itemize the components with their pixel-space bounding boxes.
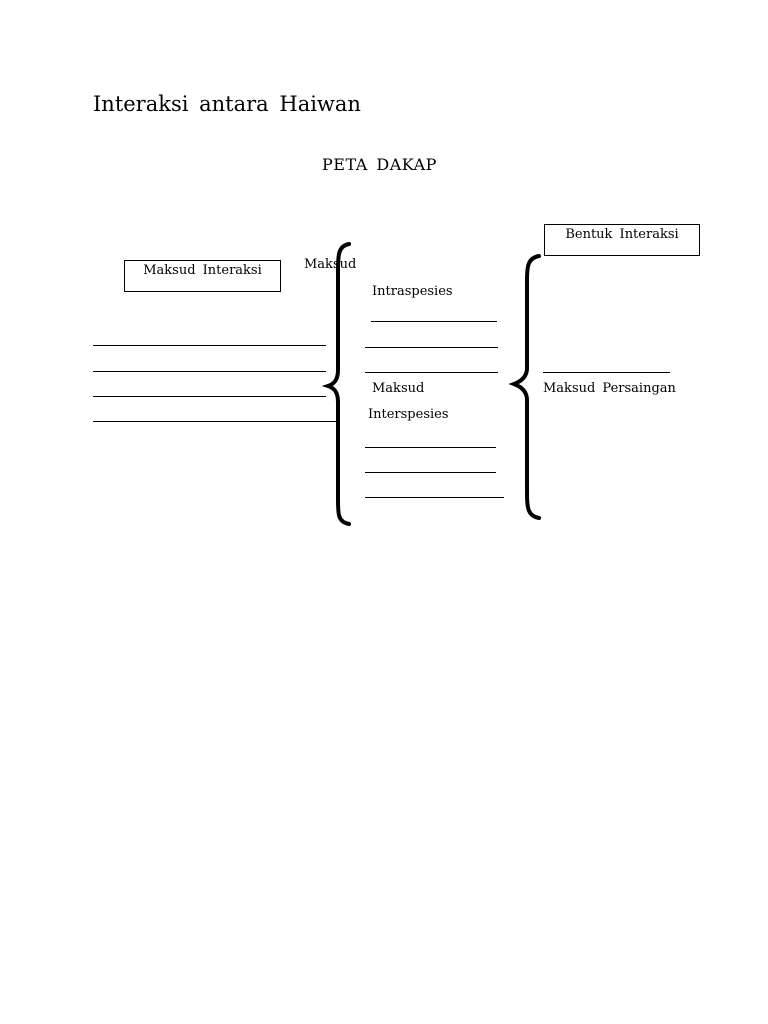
- interspesies-label: Interspesies: [368, 407, 449, 422]
- answer-line: [365, 472, 496, 473]
- answer-line: [93, 345, 326, 346]
- maksud-interaksi-box: Maksud Interaksi: [124, 260, 281, 292]
- bentuk-interaksi-label: Bentuk Interaksi: [565, 227, 679, 242]
- answer-line: [93, 371, 326, 372]
- answer-line: [93, 396, 326, 397]
- bentuk-interaksi-box: Bentuk Interaksi: [544, 224, 700, 256]
- left-brace: [321, 242, 351, 526]
- answer-line: [365, 372, 498, 373]
- page-title: Interaksi antara Haiwan: [93, 92, 361, 116]
- answer-line: [543, 372, 670, 373]
- answer-line: [365, 497, 504, 498]
- answer-line: [93, 421, 336, 422]
- maksud-interaksi-label: Maksud Interaksi: [143, 263, 262, 278]
- answer-line: [365, 447, 496, 448]
- answer-line: [371, 321, 497, 322]
- right-brace: [508, 254, 541, 520]
- maksud-persaingan-label: Maksud Persaingan: [543, 381, 676, 396]
- answer-line: [365, 347, 498, 348]
- map-subtitle: PETA DAKAP: [322, 155, 437, 174]
- maksud-mid-label: Maksud: [372, 381, 425, 396]
- maksud-top-label: Maksud: [304, 257, 357, 272]
- intraspesies-label: Intraspesies: [372, 284, 453, 299]
